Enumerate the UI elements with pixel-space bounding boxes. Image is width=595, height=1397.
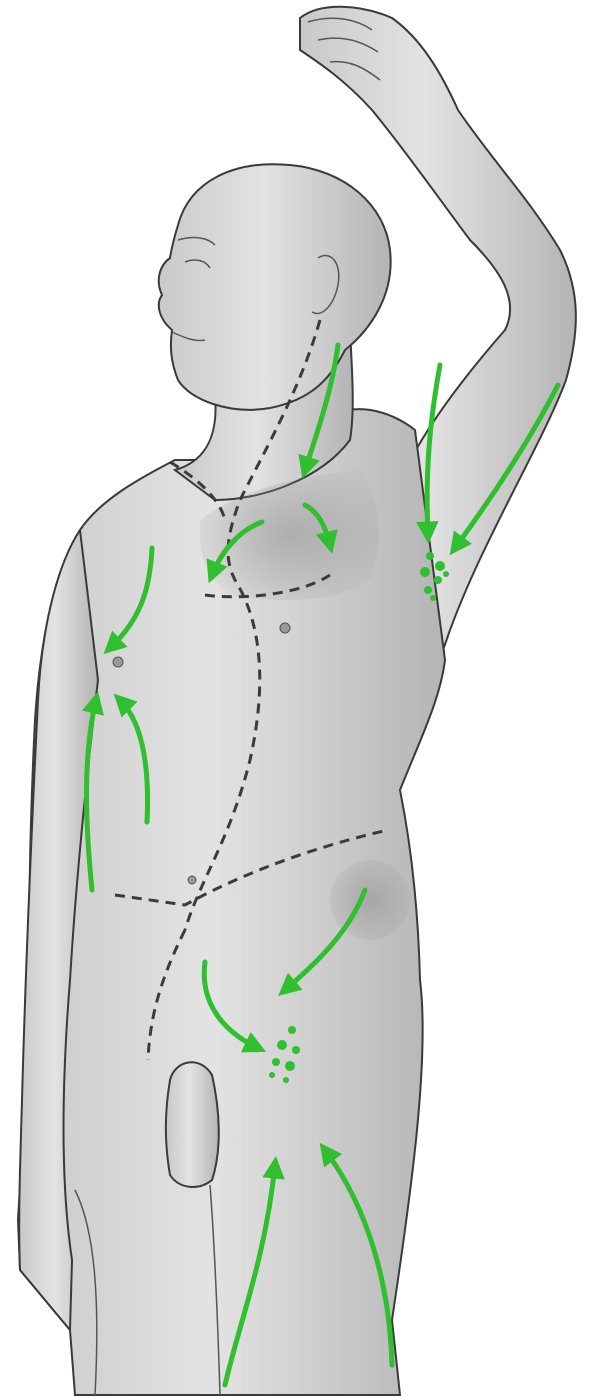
lymph-node (288, 1026, 296, 1034)
lymph-node (272, 1058, 280, 1066)
lymph-node (430, 595, 436, 601)
lymph-node (269, 1072, 275, 1078)
nipple-left (280, 623, 290, 633)
lymph-node (443, 571, 449, 577)
lymph-node (434, 576, 442, 584)
nipple-right (113, 657, 123, 667)
navel (188, 876, 196, 884)
lymph-node (435, 561, 445, 571)
lymph-node (426, 552, 434, 560)
lymph-node (285, 1061, 295, 1071)
lymph-node (277, 1040, 287, 1050)
lymph-node (292, 1046, 300, 1054)
genital-region (166, 1062, 219, 1187)
lymph-node (283, 1077, 289, 1083)
lymph-node (420, 567, 430, 577)
lymph-node (424, 586, 432, 594)
head (159, 164, 391, 409)
